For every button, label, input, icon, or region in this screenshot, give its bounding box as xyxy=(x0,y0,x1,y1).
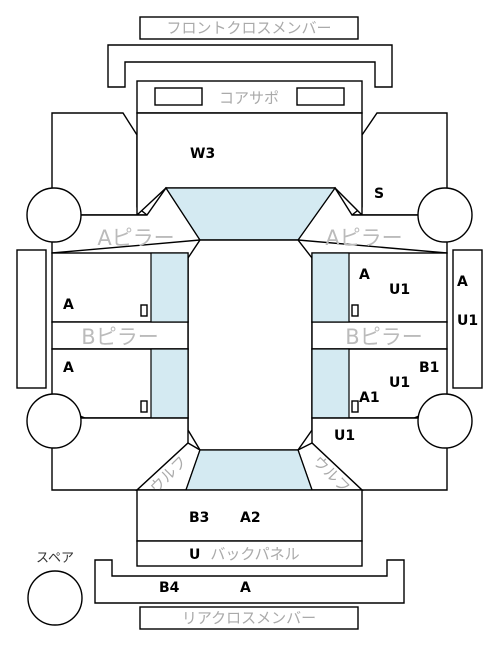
code-right-sill-u: U1 xyxy=(457,313,478,329)
roof[interactable] xyxy=(187,239,313,451)
code-right-rear-door-u: U1 xyxy=(389,375,410,391)
wheel-front-right[interactable] xyxy=(417,187,473,243)
left-side-sill[interactable] xyxy=(16,249,47,389)
code-core-support-area: W3 xyxy=(190,146,215,162)
right-rear-window[interactable] xyxy=(311,348,350,419)
code-right-quarter: U1 xyxy=(334,428,355,444)
right-a-pillar-label: Aピラー xyxy=(325,226,402,250)
code-right-sill-a: A xyxy=(457,274,468,290)
code-right-front-fender: S xyxy=(374,186,384,202)
code-left-rear-door: A xyxy=(63,360,74,376)
right-front-window[interactable] xyxy=(311,252,350,323)
back-panel-label: バックパネル xyxy=(210,545,299,563)
code-trunk-a: A2 xyxy=(240,510,261,526)
code-trunk-b: B3 xyxy=(189,510,209,526)
rear-cross-member[interactable] xyxy=(94,559,405,604)
wheel-rear-right[interactable] xyxy=(417,393,473,449)
rear-cross-member-label: リアクロスメンバー xyxy=(182,609,316,627)
code-left-front-door: A xyxy=(63,297,74,313)
headlight-right[interactable] xyxy=(296,87,345,106)
spare-label: スペア xyxy=(36,551,74,566)
left-front-window[interactable] xyxy=(150,252,189,323)
left-rear-door-handle[interactable] xyxy=(140,400,148,413)
code-rear-member-b: B4 xyxy=(159,580,180,596)
front-cross-member[interactable] xyxy=(107,44,393,88)
core-support-label: コアサポ xyxy=(219,89,279,107)
right-b-pillar[interactable] xyxy=(311,321,448,350)
code-right-rear-door-a: A1 xyxy=(359,390,380,406)
rear-cross-member-label-box xyxy=(139,606,359,630)
left-front-door-handle[interactable] xyxy=(140,304,148,317)
code-back-panel-u: U xyxy=(189,547,200,563)
right-side-sill[interactable] xyxy=(452,249,483,389)
code-rear-member-a: A xyxy=(240,580,251,596)
front-cross-member-label: フロントクロスメンバー xyxy=(166,19,331,37)
right-front-door-handle[interactable] xyxy=(351,304,359,317)
rear-window[interactable] xyxy=(185,449,313,491)
code-right-front-door-a: A xyxy=(359,267,370,283)
left-rear-window[interactable] xyxy=(150,348,189,419)
wheel-rear-left[interactable] xyxy=(26,393,82,449)
left-b-pillar-label: Bピラー xyxy=(81,325,158,349)
back-panel[interactable] xyxy=(136,540,363,567)
right-b-pillar-label: Bピラー xyxy=(345,325,422,349)
code-right-front-door-u: U1 xyxy=(389,282,410,298)
code-right-rear-door-b: B1 xyxy=(419,360,439,376)
right-rear-door-handle[interactable] xyxy=(351,400,359,413)
headlight-left[interactable] xyxy=(154,87,203,106)
left-b-pillar[interactable] xyxy=(51,321,189,350)
front-cross-member-label-box xyxy=(139,16,359,40)
wheel-front-left[interactable] xyxy=(26,187,82,243)
spare-tire[interactable] xyxy=(27,570,83,626)
trunk-lid[interactable] xyxy=(136,489,363,542)
left-a-pillar-label: Aピラー xyxy=(97,226,174,250)
